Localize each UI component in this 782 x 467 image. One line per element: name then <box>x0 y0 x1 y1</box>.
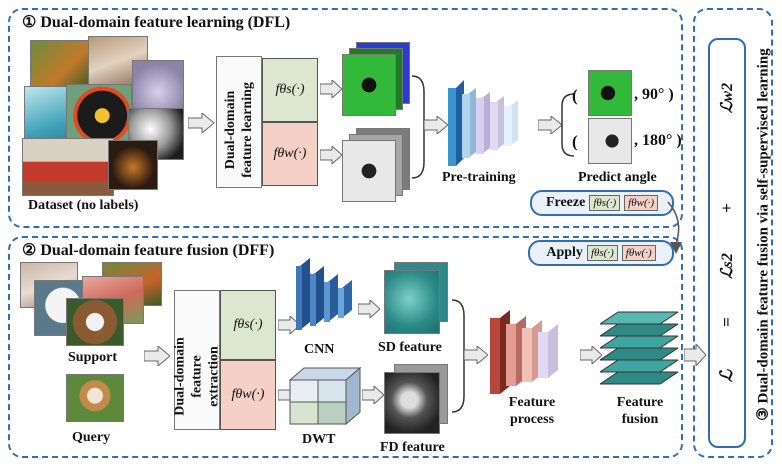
fd-feature-front <box>384 372 440 434</box>
support-image-5 <box>66 298 124 346</box>
arrow-to-fd <box>362 386 384 404</box>
dfl-wavelet-extractor: fθw(·) <box>262 122 318 186</box>
angle-90: , 90° ) <box>634 86 674 103</box>
arrow-to-feature-process <box>464 346 488 364</box>
loss-total: ℒ <box>717 369 736 383</box>
dwt-block <box>288 366 362 426</box>
dff-panel <box>8 236 683 458</box>
apply-wavelet: fθw(·) <box>621 245 656 261</box>
dfl-module-label: Dual-domain feature learning <box>223 82 255 178</box>
spatial-feature-stack-front <box>342 54 396 116</box>
dataset-image-dark <box>108 140 158 190</box>
feature-process-label: Feature process <box>508 395 556 427</box>
dff-title: ② Dual-domain feature fusion (DFF) <box>22 242 275 259</box>
dff-spatial-extractor-label: fθs(·) <box>233 317 263 332</box>
arrow-to-cnn <box>278 316 300 334</box>
freeze-spatial: fθs(·) <box>589 195 621 211</box>
objective-title: ③ Dual-domain feature fusion via self-su… <box>755 48 772 421</box>
arrow-inputs-to-dff <box>144 346 170 366</box>
arrow-dataset-to-dfl <box>188 113 214 133</box>
arrow-to-fusion <box>580 346 602 364</box>
feature-fusion-label: Feature fusion <box>616 395 664 427</box>
freeze-word: Freeze <box>545 195 586 210</box>
wavelet-feature-stack-front <box>342 140 396 202</box>
dff-module-label: Dual-domain feature extraction <box>172 337 222 416</box>
dfl-spatial-extractor: fθs(·) <box>262 58 318 122</box>
feature-fusion-stack <box>600 311 678 385</box>
dwt-label: DWT <box>302 432 336 447</box>
loss-box <box>708 38 746 448</box>
dataset-image-fish <box>30 40 90 90</box>
arrow-to-pretraining <box>424 116 448 134</box>
query-image <box>66 374 124 422</box>
paren-open-2: ( <box>572 132 578 151</box>
dataset-label: Dataset (no labels) <box>28 198 139 213</box>
dff-module <box>174 290 220 430</box>
dfl-module <box>216 56 262 188</box>
paren-open-1: ( <box>572 86 578 105</box>
fd-feature-label: FD feature <box>380 440 445 455</box>
loss-spatial: ℒs2 <box>719 253 736 279</box>
sd-feature-label: SD feature <box>378 340 442 355</box>
angle-180: , 180° ) <box>634 132 682 149</box>
loss-equals: = <box>717 317 736 327</box>
feature-process-network <box>490 310 558 394</box>
dff-spatial-extractor: fθs(·) <box>220 290 276 360</box>
freeze-badge: Freeze fθs(·) fθw(·) <box>530 190 674 216</box>
bracket-prediction <box>561 93 575 157</box>
pretraining-network <box>448 80 518 166</box>
dff-wavelet-extractor: fθw(·) <box>220 360 276 430</box>
loss-plus: + <box>717 203 736 213</box>
query-label: Query <box>72 430 111 445</box>
arrow-spatial-to-features <box>320 80 342 98</box>
rotated-gray-sample <box>588 118 632 164</box>
apply-word: Apply <box>546 245 583 260</box>
freeze-wavelet: fθw(·) <box>624 195 659 211</box>
arrow-to-objective <box>684 344 706 366</box>
loss-wavelet: ℒw2 <box>719 82 736 114</box>
dfl-title: ① Dual-domain feature learning (DFL) <box>22 14 291 31</box>
dataset-image-sailboat <box>22 138 114 196</box>
arrow-to-sd <box>358 300 380 318</box>
support-label: Support <box>68 350 118 365</box>
predict-angle-label: Predict angle <box>578 170 657 185</box>
dfl-panel <box>8 8 683 228</box>
sd-feature-front <box>384 270 440 334</box>
apply-badge: Apply fθs(·) fθw(·) <box>528 240 674 266</box>
rotated-green-sample <box>588 70 632 116</box>
objective-panel <box>693 8 773 458</box>
dff-wavelet-extractor-label: fθw(·) <box>231 387 265 402</box>
pretraining-label: Pre-training <box>442 170 516 185</box>
arrow-freeze-to-apply <box>667 201 682 254</box>
dfl-wavelet-extractor-label: fθw(·) <box>273 146 307 161</box>
arrow-to-prediction <box>538 116 562 134</box>
arrow-wavelet-to-features <box>320 146 342 164</box>
apply-spatial: fθs(·) <box>586 245 618 261</box>
cnn-label: CNN <box>304 342 335 357</box>
cnn-block <box>296 258 352 330</box>
dfl-spatial-extractor-label: fθs(·) <box>275 82 305 97</box>
